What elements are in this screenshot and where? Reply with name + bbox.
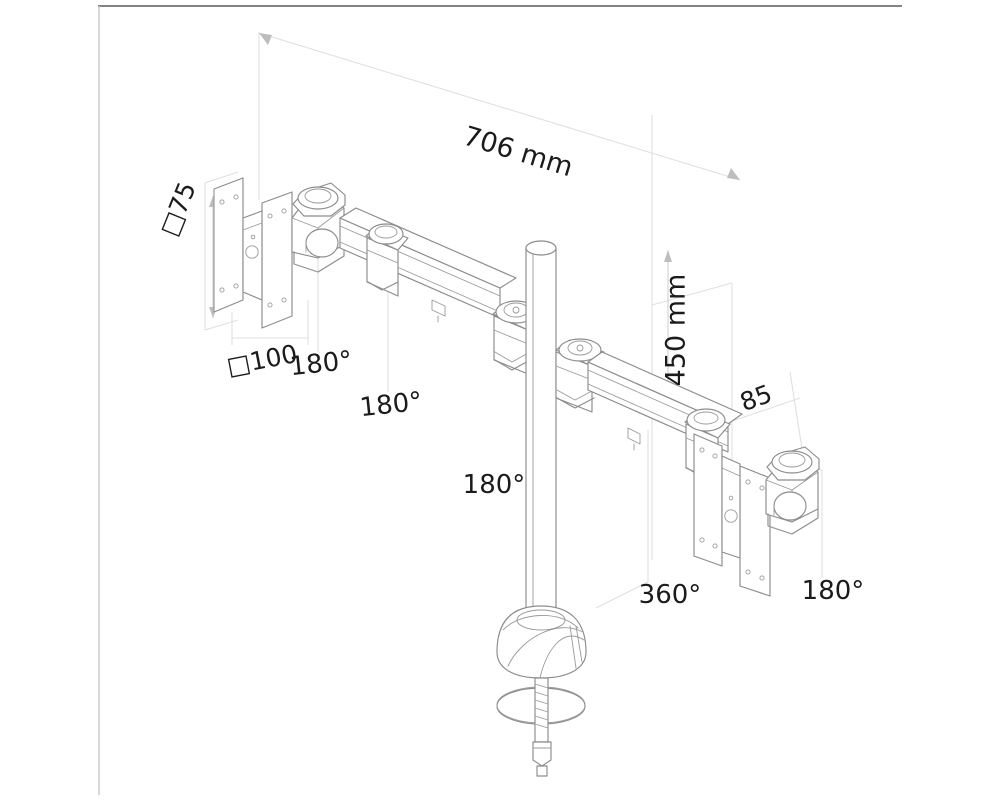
monitor-head-left (291, 182, 346, 273)
clamp-bolt (532, 677, 552, 777)
dim-label-rotation-right-head: 180° (801, 576, 865, 606)
page-border (98, 5, 902, 795)
collar-lower (555, 338, 605, 413)
arm-left (339, 207, 517, 323)
vesa-plate-left (213, 177, 293, 329)
dim-label-rotation-left-elbow: 180° (358, 386, 424, 424)
vesa-plate-right (693, 433, 771, 597)
dim-label-rotation-left-head: 180° (288, 345, 354, 383)
dim-label-rotation-left-shoulder: 180° (462, 470, 526, 500)
pole (525, 240, 557, 629)
elbow-joint-left (365, 223, 409, 297)
monitor-head-right (765, 446, 820, 535)
dim-label-rotation-base-360: 360° (638, 580, 702, 610)
dim-label-height-450: 450 mm (660, 273, 692, 387)
base-cone (496, 605, 587, 679)
